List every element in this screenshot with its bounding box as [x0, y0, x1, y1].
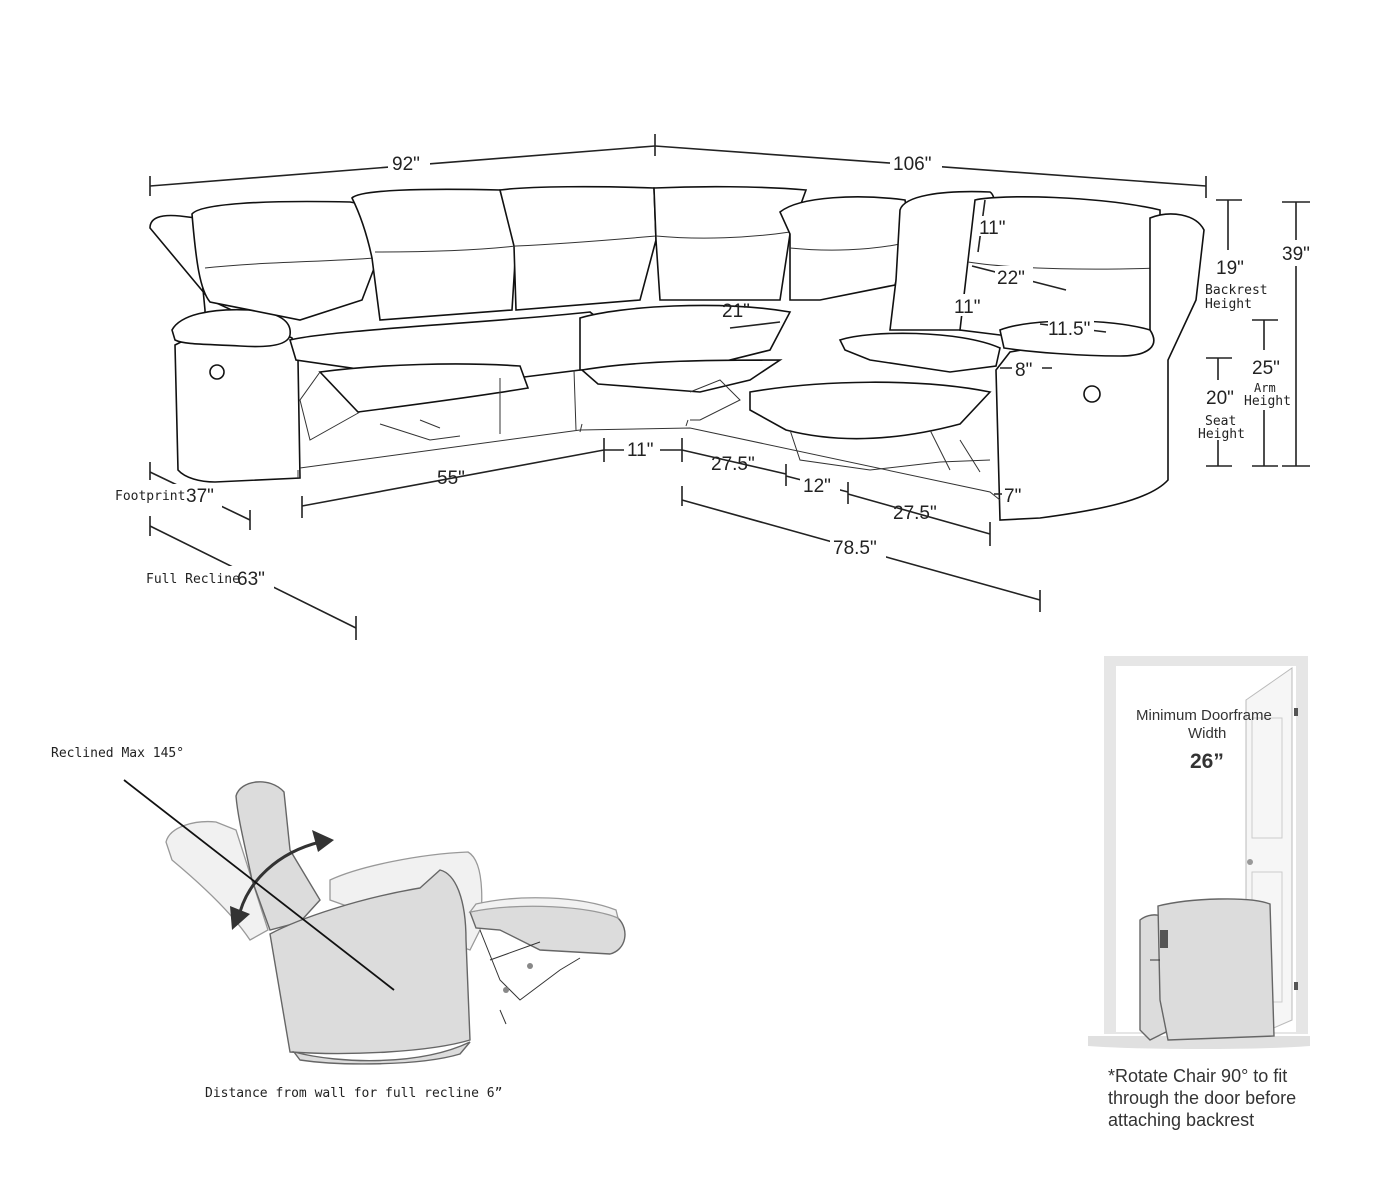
doorframe-illustration: Minimum Doorframe Width 26” [1088, 656, 1310, 1049]
top-width-dimensions: 92" 106" [149, 134, 1207, 198]
rotate-note-line-1: *Rotate Chair 90° to fit [1108, 1066, 1287, 1086]
arm-height-label-2: Height [1244, 394, 1291, 409]
depth-dimensions: Footprint 37" Full Recline 63" [112, 462, 357, 640]
rotate-note-line-3: attaching backrest [1108, 1110, 1254, 1130]
backrest-height-label-2: Height [1205, 297, 1252, 312]
seat-height-value: 20" [1206, 388, 1234, 409]
back-cushion-11-label: 11" [954, 297, 980, 318]
arm-height-value: 25" [1252, 358, 1280, 379]
left-run-55-label: 55" [437, 468, 465, 489]
sectional-sofa-drawing [149, 185, 1205, 521]
console-12-label: 12" [803, 476, 831, 497]
console-21-label: 21" [722, 301, 750, 322]
corner-11-label: 11" [627, 440, 653, 461]
recliner-1-27-5-label: 27.5" [711, 454, 755, 475]
backrest-height-label-1: Backrest [1205, 283, 1268, 298]
back-dimension-labels: 11" 22" 11" 21" 11.5" 8" [722, 199, 1107, 381]
overall-height-value: 39" [1282, 244, 1310, 265]
wall-distance-note: Distance from wall for full recline 6” [205, 1086, 502, 1101]
full-recline-label: Full Recline [146, 572, 240, 587]
arm-top-11-5-label: 11.5" [1048, 319, 1090, 340]
footprint-value: 37" [186, 486, 214, 507]
right-run-78-5-label: 78.5" [833, 538, 877, 559]
width-106-label: 106" [893, 154, 931, 175]
back-22-label: 22" [997, 268, 1025, 289]
headrest-11-label: 11" [979, 218, 1005, 239]
footprint-label: Footprint [115, 489, 185, 504]
reclined-chair-illustration: Reclined Max 145° Distance from wall for… [51, 746, 626, 1101]
seat-height-label-2: Height [1198, 427, 1245, 442]
doorframe-title-2: Width [1188, 725, 1226, 742]
full-recline-value: 63" [237, 569, 265, 590]
doorframe-width-value: 26” [1190, 750, 1224, 773]
arm-depth-7-label: 7" [1004, 486, 1021, 507]
rotate-note-line-2: through the door before [1108, 1088, 1296, 1108]
seat-height-label-1: Seat [1205, 414, 1236, 429]
arm-width-8-label: 8" [1015, 360, 1032, 381]
doorframe-title-1: Minimum Doorframe [1136, 707, 1272, 724]
width-92-label: 92" [392, 154, 420, 175]
height-dimensions: 19" Backrest Height 39" 25" Arm Height 2… [1198, 199, 1320, 467]
backrest-height-value: 19" [1216, 258, 1244, 279]
arm-height-label-1: Arm [1254, 381, 1276, 395]
recliner-2-27-5-label: 27.5" [893, 503, 937, 524]
bottom-run-dimensions: 55" 11" 27.5" 12" 27.5" 78.5" 7" [301, 438, 1041, 612]
reclined-max-label: Reclined Max 145° [51, 746, 184, 761]
